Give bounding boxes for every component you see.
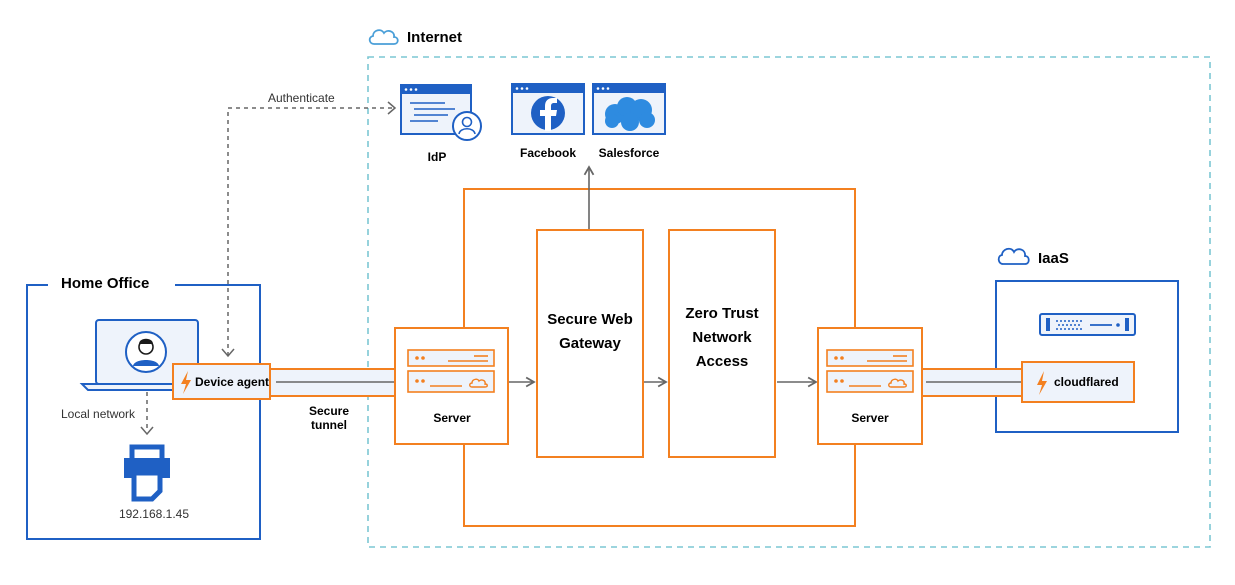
local-network-label: Local network: [61, 407, 136, 421]
iaas-server-icon: [1039, 313, 1136, 336]
cloud-icon: [368, 29, 399, 45]
facebook-icon: [531, 96, 565, 131]
server-right-label: Server: [851, 411, 889, 425]
cloud-icon: [997, 247, 1030, 265]
device-agent-label: Device agent: [195, 375, 269, 389]
home-office-region: Home Office: [26, 275, 261, 540]
secure-tunnel-label-2: tunnel: [311, 418, 347, 432]
lightning-icon: [181, 371, 191, 394]
iaas-region: IaaS: [995, 247, 1179, 433]
salesforce-icon: [605, 97, 655, 131]
ztna-label-2: Network: [692, 329, 752, 346]
server-right: Server: [817, 327, 923, 445]
authenticate-path: [227, 107, 395, 356]
home-office-title: Home Office: [61, 275, 149, 292]
ztna-label-1: Zero Trust: [685, 305, 758, 322]
secure-web-gateway: Secure Web Gateway: [536, 229, 644, 458]
user-avatar-icon: [125, 331, 167, 373]
server-icon: [826, 349, 914, 393]
device-agent: Device agent: [172, 363, 271, 400]
facebook-app: [511, 83, 585, 135]
zero-trust-network-access: Zero Trust Network Access: [668, 229, 776, 458]
cloudflared-connector: cloudflared: [1021, 361, 1135, 403]
swg-label-2: Gateway: [559, 335, 621, 352]
server-icon: [407, 349, 495, 393]
local-network-arrow: [140, 426, 154, 436]
ztna-label-3: Access: [696, 353, 749, 370]
internet-title: Internet: [407, 29, 462, 46]
secure-tunnel-label-1: Secure: [309, 404, 349, 418]
printer-ip-label: 192.168.1.45: [119, 507, 189, 521]
printer-icon: [124, 444, 170, 502]
cloudflare-network-box: [463, 188, 856, 527]
facebook-label: Facebook: [520, 146, 576, 160]
idp-browser-icon: [400, 84, 482, 141]
server-left: Server: [394, 327, 509, 445]
cloudflared-label: cloudflared: [1054, 375, 1119, 389]
iaas-title: IaaS: [1038, 250, 1069, 267]
salesforce-label: Salesforce: [599, 146, 660, 160]
lightning-icon: [1037, 371, 1047, 395]
authenticate-label: Authenticate: [268, 91, 335, 105]
salesforce-app: [592, 83, 666, 135]
swg-label-1: Secure Web: [547, 311, 633, 328]
idp-label: IdP: [428, 150, 447, 164]
server-left-label: Server: [433, 411, 471, 425]
authenticate-arrow-right: [387, 101, 397, 115]
authenticate-arrow-down: [221, 348, 235, 358]
internet-region: Internet: [367, 29, 1211, 548]
